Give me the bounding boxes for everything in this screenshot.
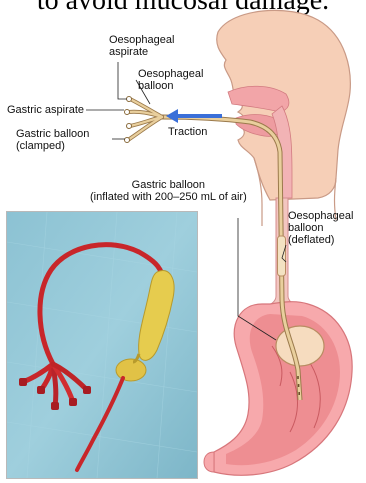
- tube-photo-art: [7, 212, 197, 478]
- label-oesophageal-balloon: Oesophageal balloon: [138, 68, 203, 92]
- duodenum: [204, 452, 214, 472]
- label-gastric-balloon-clamped-text: Gastric balloon (clamped): [16, 128, 89, 152]
- label-gastric-balloon-clamped: Gastric balloon (clamped): [16, 128, 89, 152]
- label-oesophageal-balloon-text: Oesophageal balloon: [138, 68, 203, 92]
- photo-drape-background: [7, 212, 197, 478]
- label-oesophageal-aspirate: Oesophageal aspirate: [109, 34, 174, 58]
- label-gastric-balloon-inflated-text: Gastric balloon (inflated with 200–250 m…: [90, 179, 247, 203]
- port-caps: [125, 97, 132, 143]
- label-gastric-balloon-inflated: Gastric balloon (inflated with 200–250 m…: [90, 179, 247, 203]
- label-oesophageal-aspirate-text: Oesophageal aspirate: [109, 34, 174, 58]
- label-traction-text: Traction: [168, 126, 207, 138]
- label-oesophageal-balloon-deflated-text: Oesophageal balloon (deflated): [288, 210, 353, 246]
- label-gastric-aspirate-text: Gastric aspirate: [7, 104, 84, 116]
- tube-photograph: [6, 211, 198, 479]
- photo-gastric-balloon: [116, 359, 146, 381]
- oesophageal-balloon-deflated: [278, 236, 286, 276]
- label-gastric-aspirate: Gastric aspirate: [7, 104, 84, 116]
- label-traction: Traction: [168, 126, 207, 138]
- label-oesophageal-balloon-deflated: Oesophageal balloon (deflated): [288, 210, 353, 246]
- gastric-balloon-inflated: [276, 326, 324, 366]
